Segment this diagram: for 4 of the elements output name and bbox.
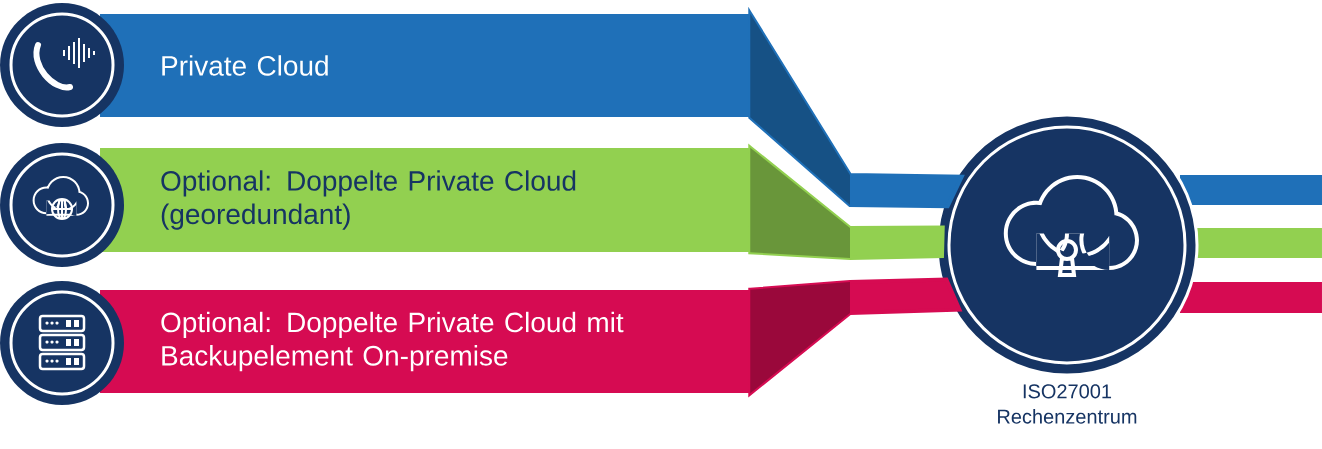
band: Private Cloud: [100, 14, 750, 117]
band: Optional: Doppelte Private Cloud (georedundant): [100, 148, 750, 252]
node-label: ISO27001 Rechenzentrum: [998, 384, 1137, 424]
band: Optional: Doppelte Private Cloud mit Backupelement On-premise: [100, 290, 750, 393]
